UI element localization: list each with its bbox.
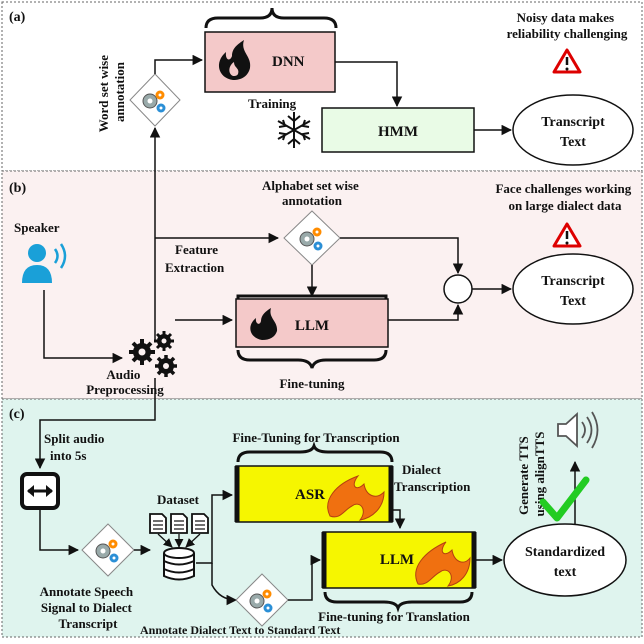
gears-icon [142,90,166,113]
audio-preprocessing-label: Audio Preprocessing [86,367,164,397]
dnn-label: DNN [272,54,305,70]
warning-icon [552,222,582,248]
checkmark-icon [539,476,590,522]
flame-icon [218,40,251,80]
documents-icon [149,513,209,534]
annotation-gears-diamond-c2 [235,573,289,627]
panel-b-label: (b) [9,181,26,196]
hmm-box: HMM [321,107,475,153]
llm-box-b: LLM [235,298,389,348]
llm-b-label: LLM [295,318,329,334]
fine-tuning-label: Fine-tuning [279,376,345,391]
feature-extraction-label: Feature Extraction [165,242,225,275]
annotate-speech-label: Annotate Speech Signal to Dialect Transc… [40,584,137,631]
brace-c-top [236,441,394,463]
speaker-person-icon [22,243,67,283]
brace-a [204,7,338,29]
flame-icon [250,308,278,340]
flame-icon [415,541,471,587]
dialect-transcription-label: Dialect Transcription [394,462,471,494]
asr-label: ASR [295,487,325,503]
annotation-gears-diamond-a [129,73,181,127]
warning-icon [552,48,582,74]
hmm-label: HMM [378,124,418,140]
fine-tuning-transcription-label: Fine-Tuning for Transcription [232,430,400,445]
fine-tuning-translation-label: Fine-tuning for Translation [318,609,470,624]
panel-c-label: (c) [9,407,25,422]
training-label: Training [248,96,297,111]
llm-c-label: LLM [380,552,414,568]
panel-a-label: (a) [9,10,26,25]
note-a: Noisy data makes reliability challenging [507,10,628,41]
split-audio-label: Split audio into 5s [44,431,108,463]
dataset-label: Dataset [157,492,200,507]
audio-preprocessing-gears-icon [129,331,177,377]
sound-icon [557,411,599,449]
database-icon [163,547,195,581]
llm-box-c: LLM [321,531,477,589]
asr-box: ASR [234,465,394,523]
dnn-box: DNN [204,31,336,93]
annotation-gears-diamond-c1 [81,523,135,577]
speaker-label: Speaker [14,220,60,235]
snowflake-icon [277,112,311,148]
annotate-dialect-text-label: Annotate Dialect Text to Standard Text [140,623,340,637]
flame-icon [327,474,385,521]
alphabet-set-annotation-label: Alphabet set wise annotation [262,178,362,208]
swap-arrows-icon [20,472,60,510]
note-b: Face challenges working on large dialect… [495,181,634,213]
brace-b-bottom [236,349,388,369]
annotation-gears-diamond-b [283,210,341,266]
combiner-node [443,274,473,304]
generate-tts-label: Generate TTS using alignTTS [516,432,547,517]
brace-c-bottom [323,591,474,613]
word-set-annotation-label: Word set wise annotation [96,52,127,133]
